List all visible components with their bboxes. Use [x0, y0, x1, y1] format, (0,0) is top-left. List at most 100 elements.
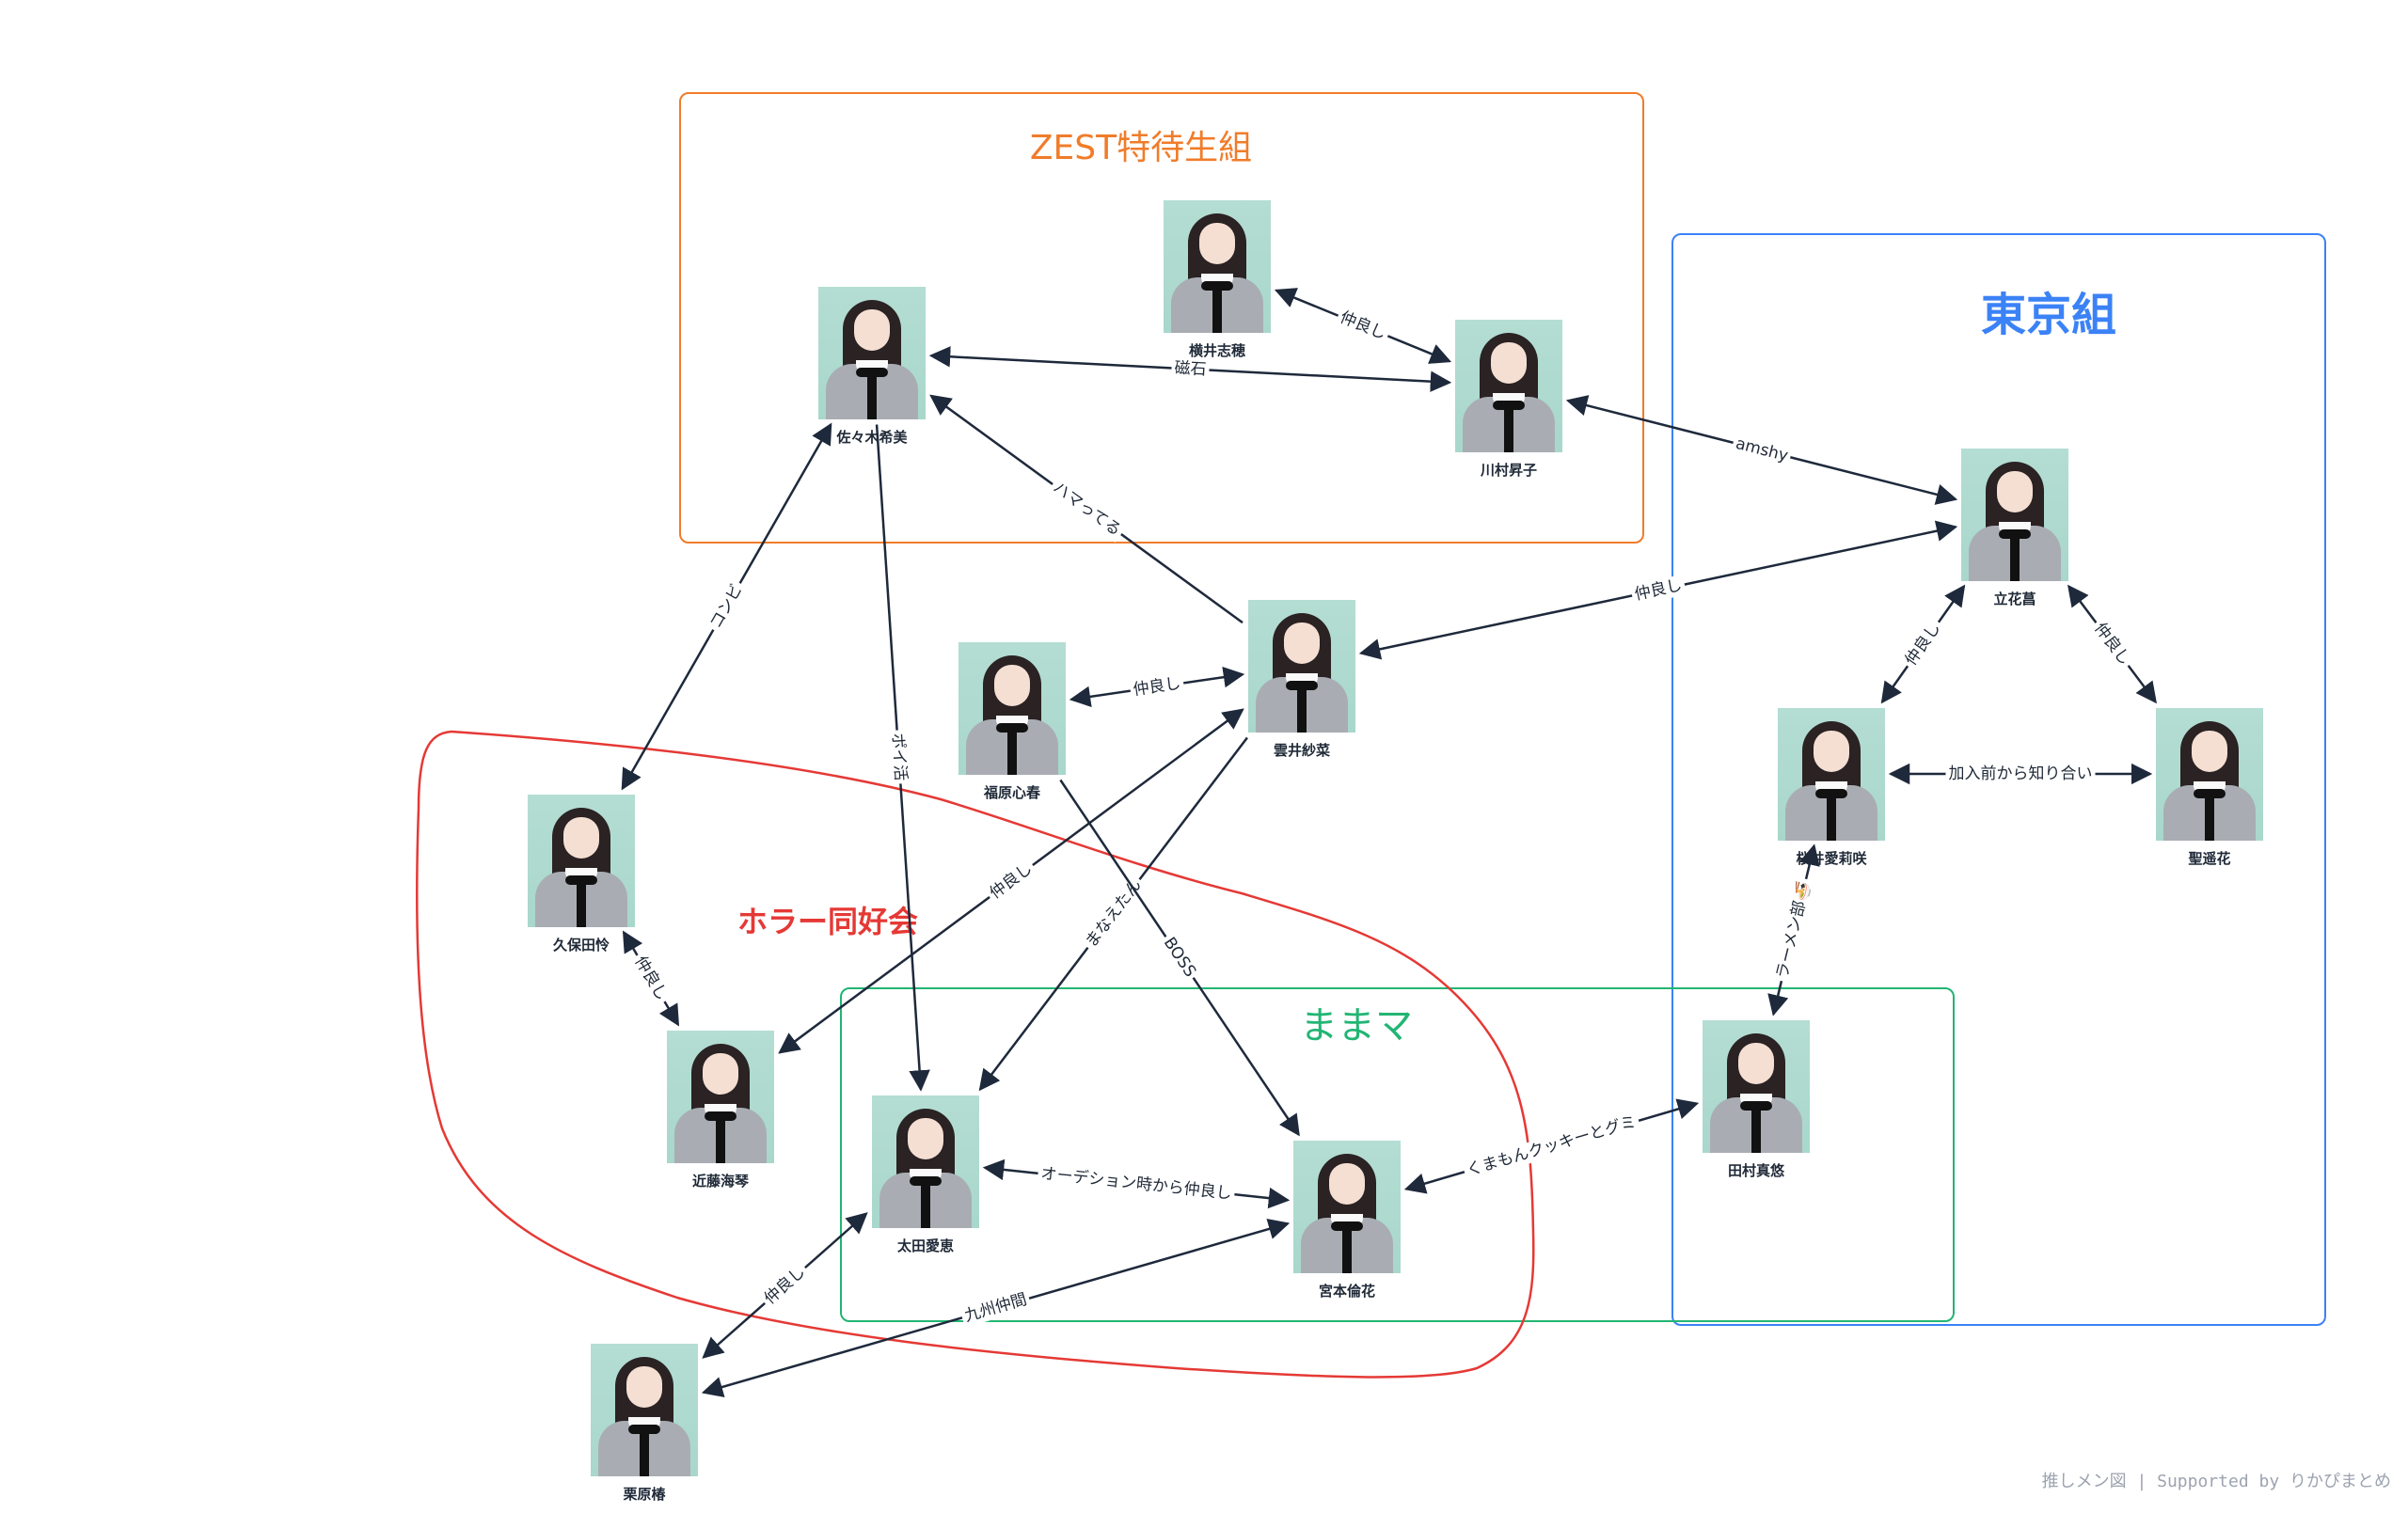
member-name: 近藤海琴	[691, 1173, 749, 1190]
edge-label-background	[628, 950, 673, 1007]
edge-label: 九州仲間	[962, 1290, 1029, 1326]
member-card-tamura[interactable]: 田村真悠	[1703, 1020, 1810, 1180]
edge-label-background	[1945, 764, 2096, 784]
edge-label: コンビ	[706, 581, 747, 632]
edge-label: 仲良し	[630, 953, 671, 1003]
member-photo	[2156, 708, 2263, 841]
edge-label-group: amshy	[1730, 433, 1794, 467]
edge-label: amshy	[1734, 434, 1790, 465]
edge-label-group: 仲良し	[2087, 616, 2137, 672]
edge-label: ポイ活	[888, 733, 910, 781]
member-photo	[1293, 1141, 1401, 1273]
member-photo	[1164, 200, 1271, 333]
edge-label-group: 磁石	[1170, 357, 1211, 381]
member-card-sakurai[interactable]: 桜井愛莉咲	[1778, 708, 1885, 868]
edge-label-group: くまもんクッキーとグミ	[1461, 1111, 1642, 1182]
group-title-mamama: ままマ	[1300, 1004, 1413, 1048]
edge-label: 仲良し	[1338, 308, 1389, 344]
edge-label-background	[1079, 873, 1149, 954]
edge-label: くまもんクッキーとグミ	[1465, 1112, 1639, 1180]
member-card-fukuhara[interactable]: 福原心春	[958, 642, 1066, 802]
edge-label-background	[1629, 574, 1687, 607]
member-name: 福原心春	[983, 784, 1040, 801]
edge-label-group: 仲良し	[757, 1259, 813, 1312]
member-name: 太田愛恵	[896, 1237, 954, 1254]
edge-label-background	[1771, 876, 1816, 984]
group-box-tokyo	[1671, 233, 2326, 1326]
member-photo	[1961, 449, 2068, 581]
member-name: 久保田怜	[552, 937, 610, 954]
member-name: 佐々木希美	[836, 429, 908, 446]
edge-label-background	[958, 1288, 1033, 1328]
member-photo	[591, 1344, 698, 1476]
edge-label-background	[983, 857, 1039, 906]
member-card-kurihara[interactable]: 栗原椿	[591, 1344, 698, 1504]
member-card-kawamura[interactable]: 川村昇子	[1455, 320, 1562, 480]
member-photo	[667, 1031, 774, 1163]
edge-label-group: 九州仲間	[958, 1288, 1033, 1328]
member-photo	[872, 1095, 979, 1228]
member-card-yokoi[interactable]: 横井志穂	[1164, 200, 1271, 360]
edge-label-group: 仲良し	[1899, 616, 1947, 672]
edge-label: ラーメン部🍜	[1773, 879, 1814, 980]
edge-label-background	[1170, 357, 1211, 381]
edge-label-group: ポイ活	[886, 729, 911, 785]
group-title-tokyo: 東京組	[1980, 289, 2117, 341]
edge-label-group: 加入前から知り合い	[1945, 764, 2096, 784]
member-card-kondo[interactable]: 近藤海琴	[667, 1031, 774, 1190]
edge-label-background	[1157, 931, 1202, 984]
group-box-mamama	[840, 987, 1955, 1322]
edge-label-group: BOSS	[1157, 931, 1202, 984]
member-photo	[958, 642, 1066, 775]
member-name: 聖遥花	[2188, 850, 2231, 867]
edge-label-background	[2087, 616, 2137, 672]
member-card-ota[interactable]: 太田愛恵	[872, 1095, 979, 1255]
member-card-tachibana[interactable]: 立花菖	[1961, 449, 2068, 608]
footer-credit: 推しメン図 | Supported by りかぴまとめ	[2041, 1472, 2391, 1491]
edge-label: まなえたん	[1082, 876, 1145, 952]
edge-label-group: ラーメン部🍜	[1771, 876, 1816, 984]
member-photo	[1248, 600, 1355, 733]
edge-label: 仲良し	[2090, 620, 2134, 670]
edge-label-background	[704, 577, 750, 636]
edge-label-background	[1129, 672, 1185, 701]
edge-label: BOSS	[1160, 934, 1199, 981]
edge-label-background	[1899, 616, 1947, 672]
edge-label: オーデション時から仲良し	[1040, 1163, 1233, 1204]
edge-label-group: 仲良し	[628, 950, 673, 1007]
member-card-hijiri[interactable]: 聖遥花	[2156, 708, 2263, 868]
edge-label-background	[1461, 1111, 1642, 1182]
edge-label: 仲良し	[1132, 674, 1181, 700]
edge-label: ハマってる	[1050, 479, 1125, 541]
member-card-kumoi[interactable]: 雲井紗菜	[1248, 600, 1355, 760]
group-title-zest: ZEST特待生組	[1029, 129, 1253, 167]
member-name: 田村真悠	[1727, 1162, 1784, 1179]
member-name: 雲井紗菜	[1273, 742, 1330, 759]
edge-label-background	[1046, 476, 1128, 543]
edge-label-background	[1730, 433, 1794, 467]
edge-label: 仲良し	[761, 1263, 809, 1309]
edge-label-group: オーデション時から仲良し	[1037, 1161, 1236, 1206]
edge-label-group: ハマってる	[1046, 476, 1128, 543]
edge-label-background	[1334, 306, 1392, 346]
edge-label-group: まなえたん	[1079, 873, 1149, 954]
member-name: 栗原椿	[623, 1486, 666, 1503]
member-card-miyamoto[interactable]: 宮本倫花	[1293, 1141, 1401, 1300]
edge-label-group: 仲良し	[1129, 672, 1185, 701]
member-photo	[1778, 708, 1885, 841]
member-photo	[1703, 1020, 1810, 1153]
edge-label-group: コンビ	[704, 577, 750, 636]
edge-label-group: 仲良し	[1334, 306, 1392, 346]
edge-label: 仲良し	[987, 859, 1037, 903]
edge-label-background	[1037, 1161, 1236, 1206]
group-box-zest	[679, 92, 1644, 544]
member-card-kubota[interactable]: 久保田怜	[528, 795, 635, 954]
member-photo	[818, 287, 926, 419]
member-name: 横井志穂	[1188, 342, 1245, 359]
member-card-sasaki[interactable]: 佐々木希美	[818, 287, 926, 447]
member-photo	[528, 795, 635, 927]
edge-label: 加入前から知り合い	[1949, 764, 2093, 783]
member-name: 宮本倫花	[1318, 1283, 1375, 1300]
